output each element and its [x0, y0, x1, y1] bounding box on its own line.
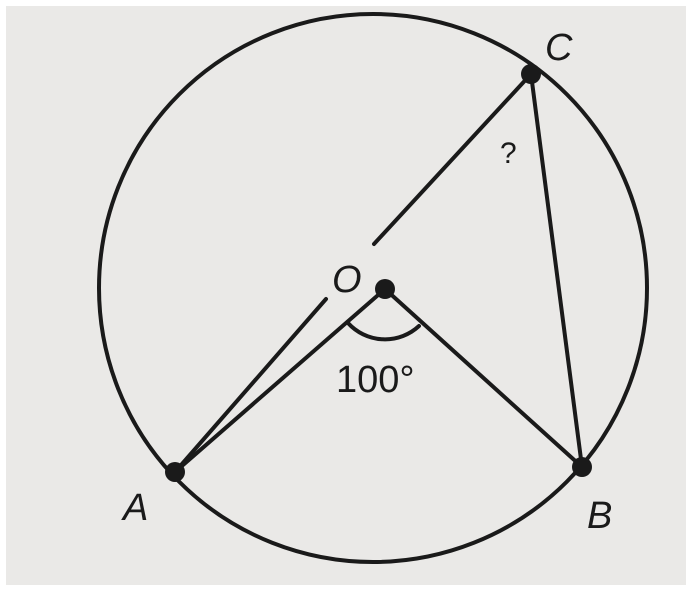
label-a: A [121, 487, 148, 529]
central-angle-label: 100° [336, 359, 415, 401]
angle-arc-aob [346, 321, 421, 342]
radius-oa [173, 287, 387, 474]
label-c: C [545, 27, 573, 69]
segment-a-to-gap [173, 297, 328, 474]
circle [97, 12, 649, 564]
point-c [521, 64, 541, 84]
point-a [165, 462, 185, 482]
radius-ob [383, 287, 584, 469]
label-o: O [332, 259, 362, 301]
segment-gap-to-c [372, 72, 533, 246]
chord-cb [529, 72, 584, 469]
point-b [572, 457, 592, 477]
label-b: B [587, 495, 612, 537]
unknown-angle-label: ? [500, 137, 517, 170]
point-o [375, 279, 395, 299]
